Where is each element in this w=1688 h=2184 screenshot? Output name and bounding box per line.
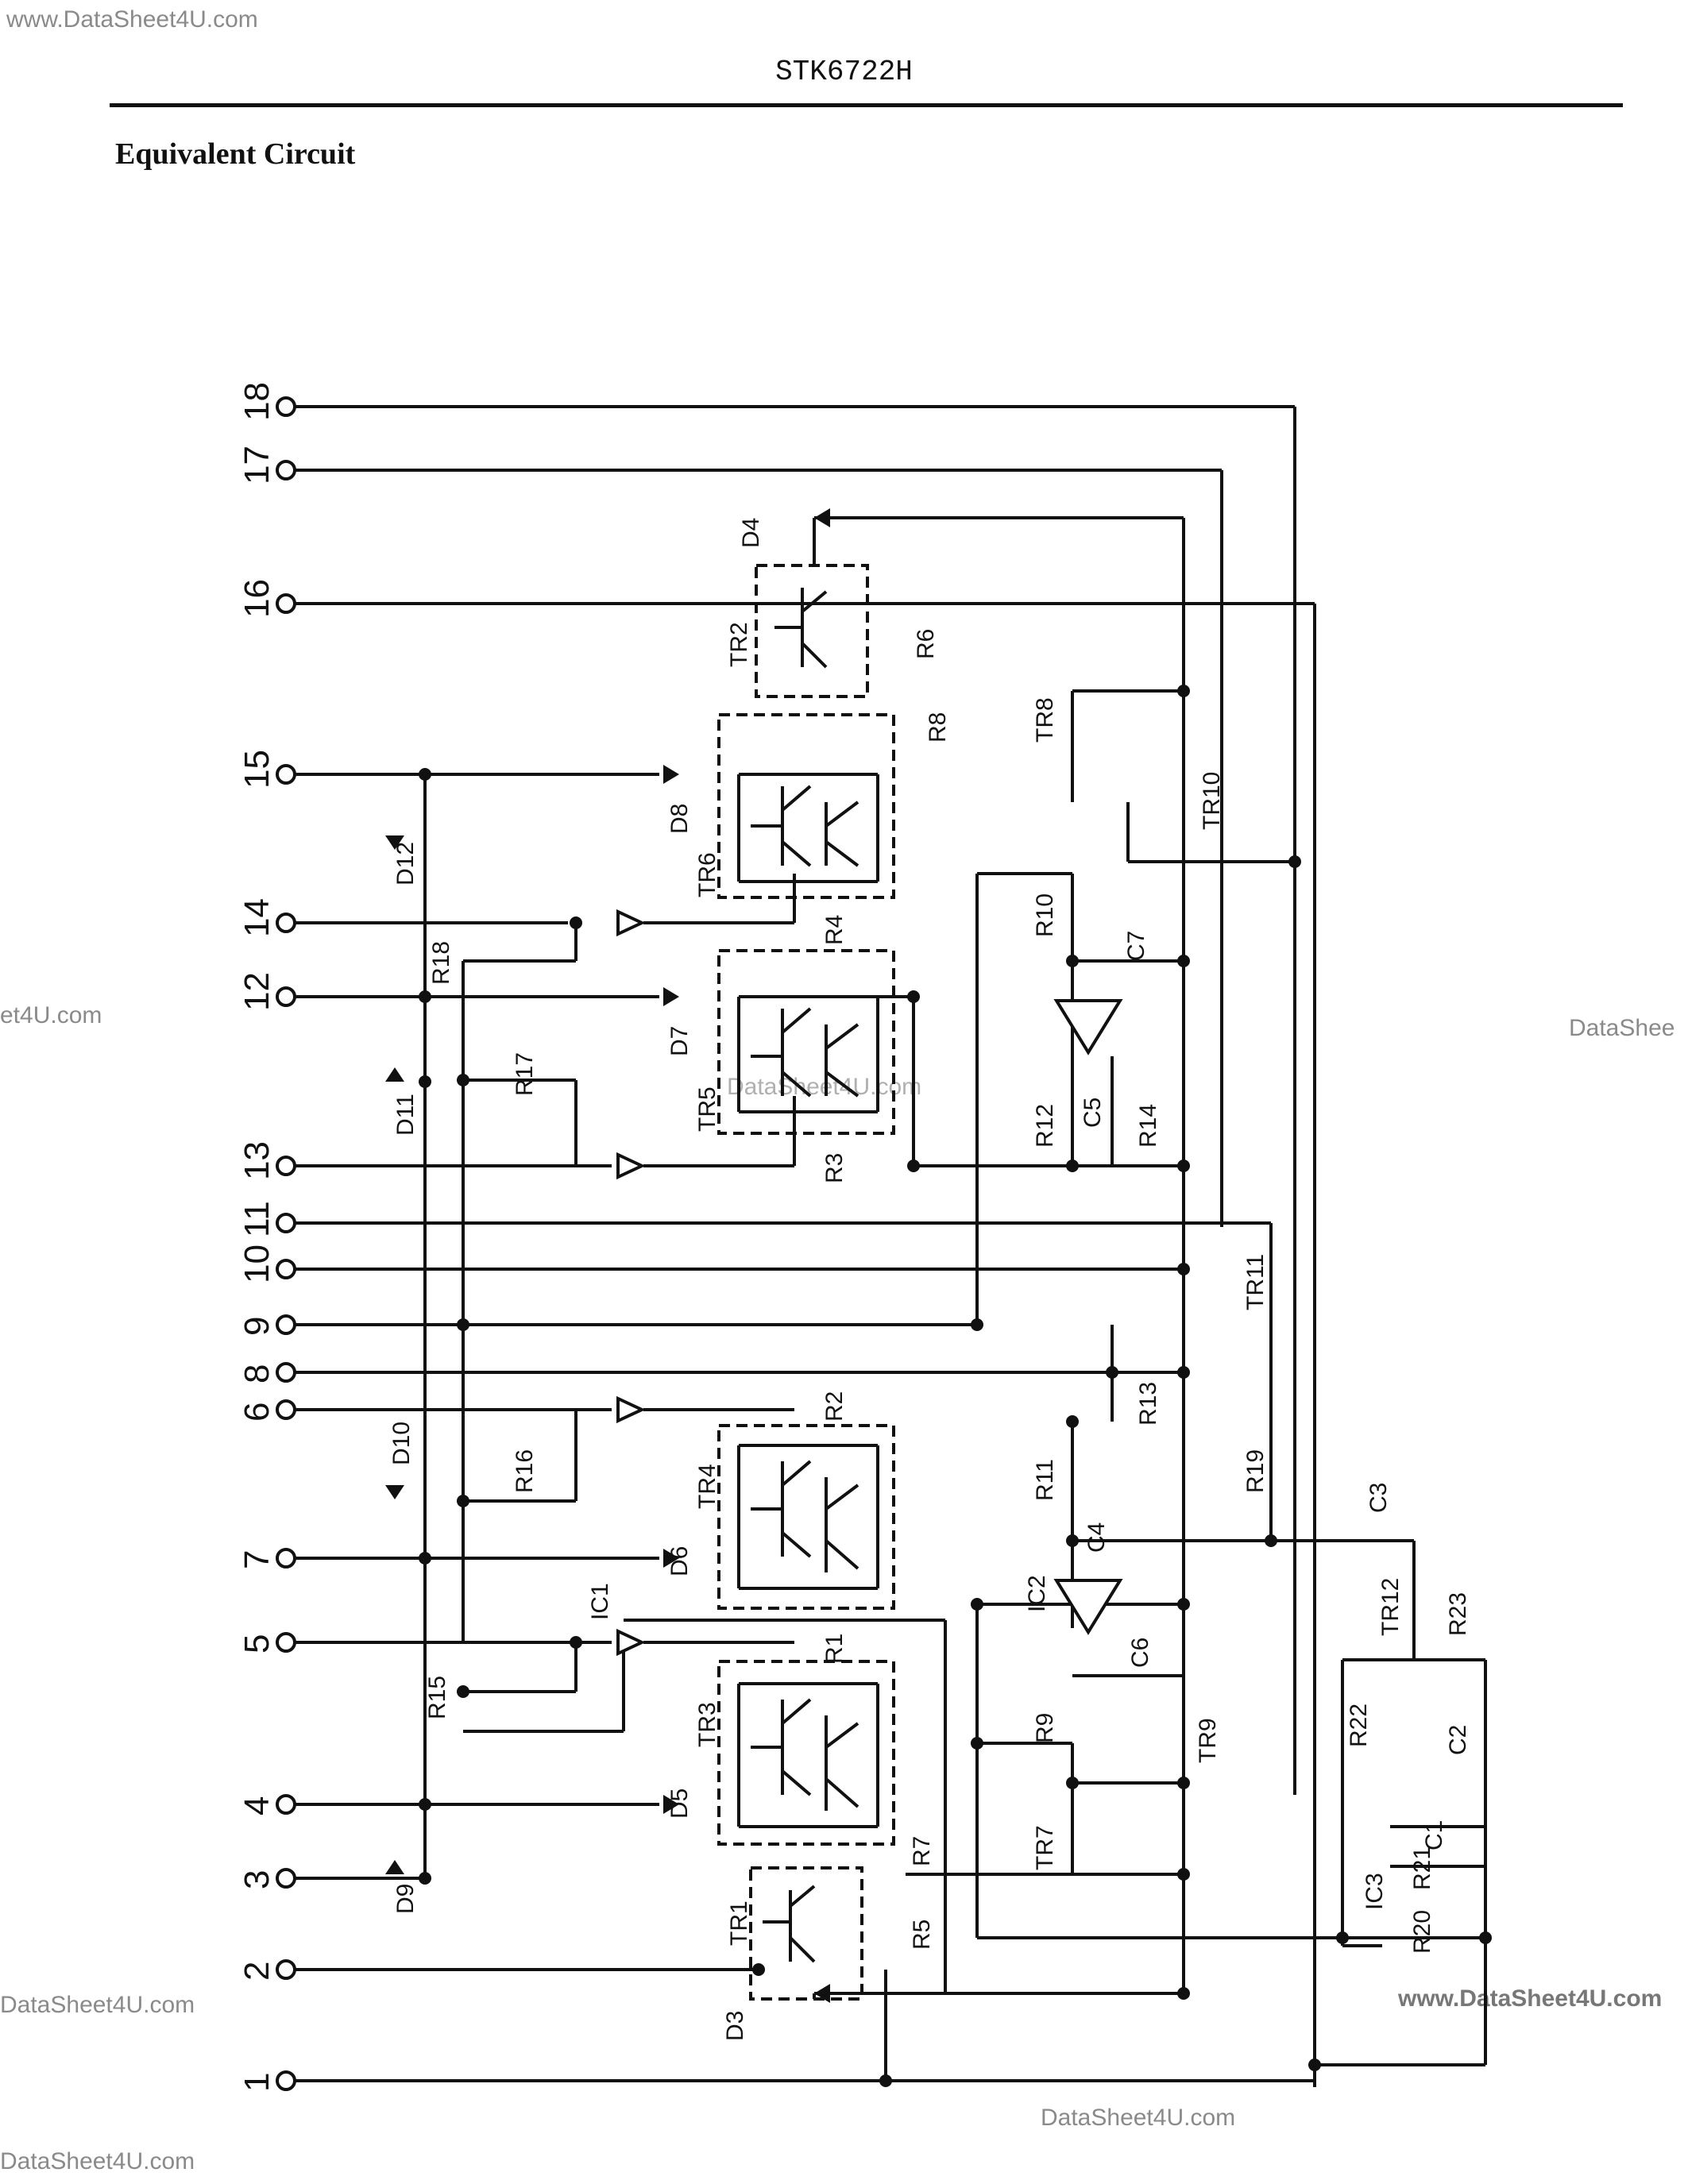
- label-tr9: TR9: [1195, 1718, 1221, 1763]
- label-r20: R20: [1409, 1910, 1435, 1954]
- label-r22: R22: [1346, 1704, 1372, 1747]
- label-r9: R9: [1032, 1713, 1058, 1743]
- label-tr8: TR8: [1032, 697, 1058, 743]
- watermark-bottom-right: www.DataSheet4U.com: [1398, 1985, 1663, 2012]
- label-r12: R12: [1032, 1104, 1058, 1148]
- pin-14-label: 14: [238, 898, 276, 937]
- label-c4: C4: [1083, 1522, 1110, 1553]
- label-r14: R14: [1135, 1104, 1161, 1148]
- label-tr2: TR2: [726, 622, 752, 667]
- watermark-right-mid: DataShee: [1569, 1015, 1675, 1041]
- watermark-top-left: www.DataSheet4U.com: [6, 6, 258, 33]
- label-r10: R10: [1032, 893, 1058, 937]
- label-r6: R6: [913, 629, 939, 659]
- label-r16: R16: [512, 1449, 538, 1493]
- part-number-title: STK6722H: [775, 56, 913, 88]
- label-r7: R7: [909, 1836, 935, 1866]
- label-tr5: TR5: [694, 1086, 720, 1132]
- label-tr1: TR1: [726, 1900, 752, 1946]
- label-c2: C2: [1445, 1725, 1471, 1755]
- label-c3: C3: [1365, 1483, 1392, 1513]
- label-c7: C7: [1123, 931, 1149, 961]
- watermark-center: DataSheet4U.com: [727, 1074, 922, 1100]
- pin-5-label: 5: [238, 1634, 276, 1653]
- label-c1: C1: [1421, 1820, 1447, 1850]
- label-r15: R15: [424, 1676, 450, 1719]
- pin-9-label: 9: [238, 1317, 276, 1336]
- label-tr6: TR6: [694, 852, 720, 897]
- label-tr10: TR10: [1199, 772, 1225, 830]
- label-ic1: IC1: [587, 1583, 613, 1620]
- label-d4: D4: [738, 518, 764, 548]
- label-d8: D8: [666, 804, 693, 834]
- watermark-bottom-left: DataSheet4U.com: [0, 1992, 195, 2018]
- label-c6: C6: [1127, 1638, 1153, 1668]
- label-r23: R23: [1445, 1592, 1471, 1636]
- label-d3: D3: [722, 2011, 748, 2041]
- label-d6: D6: [666, 1546, 693, 1576]
- label-tr4: TR4: [694, 1464, 720, 1509]
- label-r19: R19: [1242, 1449, 1269, 1493]
- label-r5: R5: [909, 1920, 935, 1950]
- label-d12: D12: [392, 842, 419, 886]
- pin-6-label: 6: [238, 1403, 276, 1422]
- label-d9: D9: [392, 1884, 419, 1914]
- label-ic3: IC3: [1362, 1873, 1388, 1910]
- label-r4: R4: [821, 915, 848, 945]
- pin-11-label: 11: [238, 1201, 276, 1237]
- pin-17-label: 17: [238, 446, 276, 484]
- watermark-left-mid: et4U.com: [0, 1002, 102, 1028]
- label-r1: R1: [821, 1634, 848, 1664]
- label-r13: R13: [1135, 1382, 1161, 1426]
- pin-18-label: 18: [238, 382, 276, 421]
- pin-16-label: 16: [238, 579, 276, 618]
- label-tr12: TR12: [1377, 1578, 1404, 1636]
- label-tr7: TR7: [1032, 1825, 1058, 1870]
- pin-3-label: 3: [238, 1870, 276, 1889]
- pin-15-label: 15: [238, 750, 276, 789]
- label-tr11: TR11: [1242, 1254, 1269, 1310]
- label-c5: C5: [1080, 1098, 1106, 1128]
- label-ic2: IC2: [1024, 1575, 1050, 1612]
- watermark-bottom-center: DataSheet4U.com: [1041, 2105, 1236, 2131]
- label-r8: R8: [925, 712, 951, 743]
- pin-7-label: 7: [238, 1550, 276, 1569]
- label-r18: R18: [428, 941, 454, 985]
- pin-8-label: 8: [238, 1364, 276, 1383]
- pin-12-label: 12: [238, 972, 276, 1011]
- pin-10-label: 10: [238, 1244, 276, 1283]
- label-r17: R17: [512, 1052, 538, 1096]
- label-d10: D10: [388, 1422, 415, 1465]
- pin-13-label: 13: [238, 1141, 276, 1180]
- label-d11: D11: [392, 1094, 419, 1136]
- label-d7: D7: [666, 1026, 693, 1056]
- label-r3: R3: [821, 1153, 848, 1183]
- header-rule: [110, 103, 1623, 107]
- watermark-bottom-corner: DataSheet4U.com: [0, 2148, 195, 2174]
- pin-1-label: 1: [238, 2073, 276, 2092]
- label-r11: R11: [1032, 1459, 1058, 1501]
- pin-2-label: 2: [238, 1962, 276, 1981]
- pin-4-label: 4: [238, 1796, 276, 1815]
- label-d5: D5: [666, 1788, 693, 1819]
- label-r21: R21: [1409, 1846, 1435, 1890]
- label-r2: R2: [821, 1391, 848, 1422]
- section-title: Equivalent Circuit: [115, 137, 356, 171]
- label-tr3: TR3: [694, 1702, 720, 1747]
